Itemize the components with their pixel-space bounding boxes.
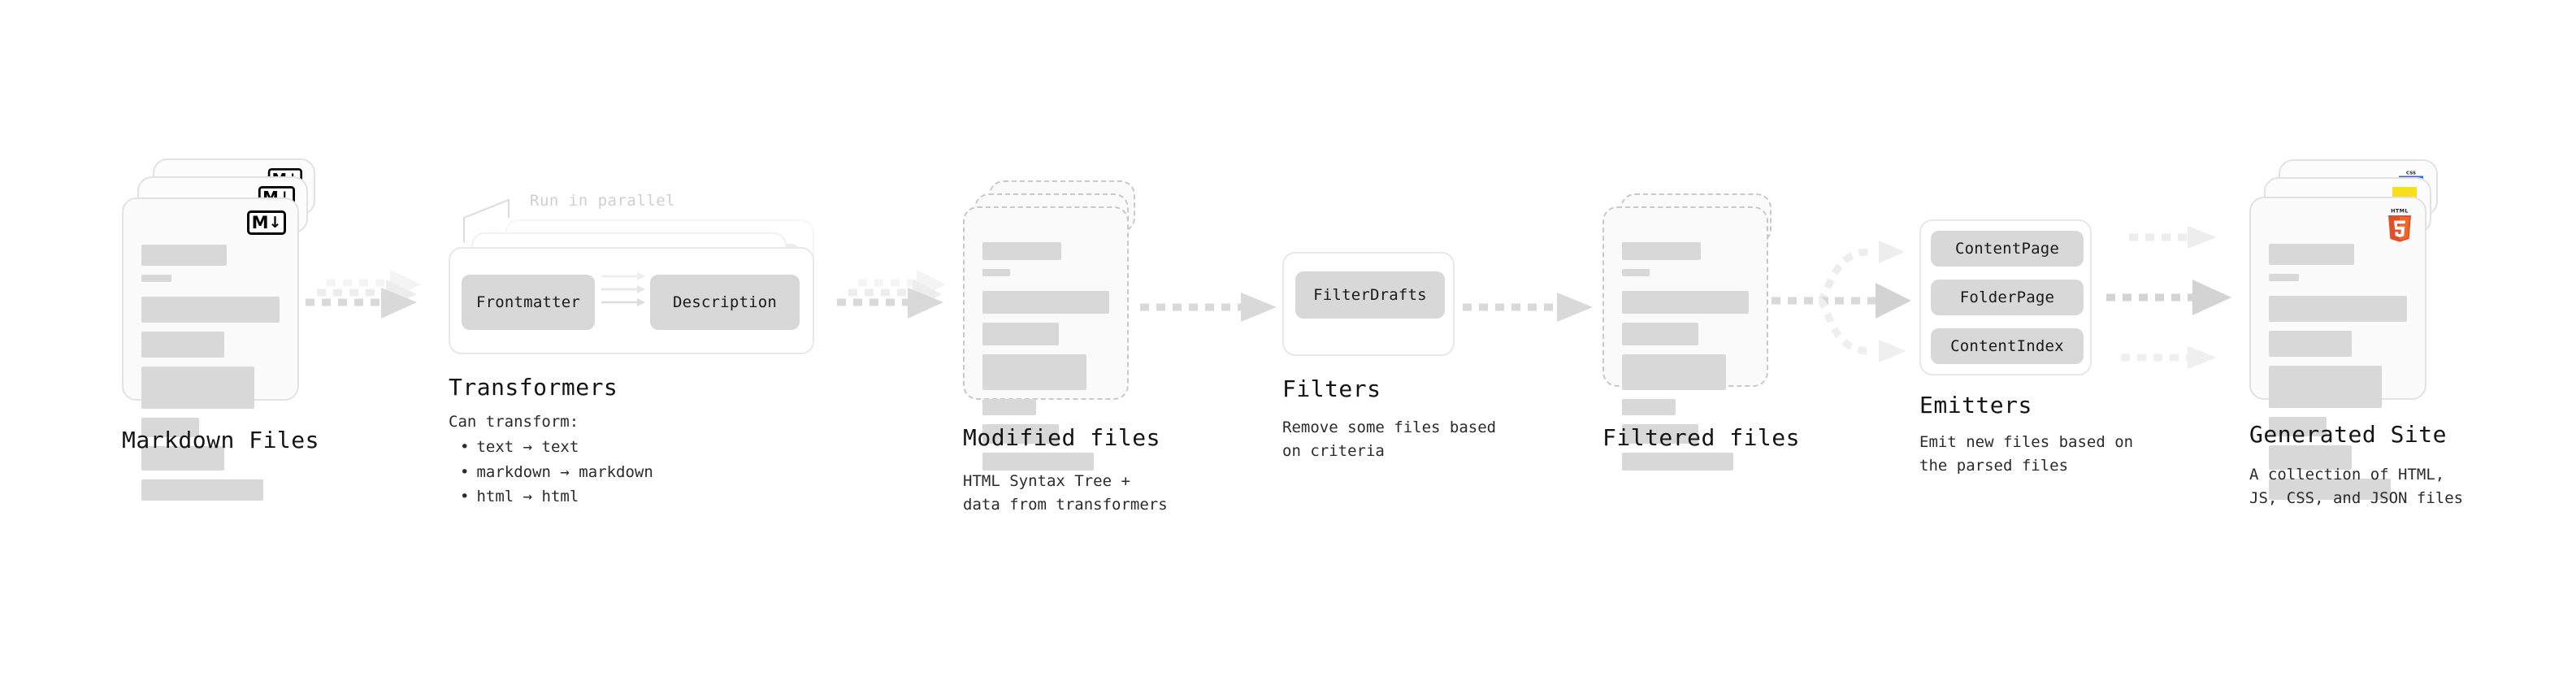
skeleton-subheading — [1622, 269, 1650, 276]
stage-title-emitters: Emitters — [1919, 392, 2032, 419]
stage-desc-emitters: Emit new files based on the parsed files — [1919, 433, 2134, 475]
markdown-logo-arrow: ↓ — [268, 213, 282, 232]
markdown-file-stack: M ↓ M ↓ M ↓ — [122, 158, 333, 501]
skeleton-paragraph — [2269, 331, 2352, 357]
skeleton-paragraph — [2269, 296, 2407, 322]
skeleton-paragraph — [2269, 417, 2327, 436]
file-skeleton-content — [982, 242, 1109, 479]
capability-item: markdown → markdown — [460, 460, 653, 485]
html5-logo-icon: HTML — [2386, 206, 2413, 244]
skeleton-paragraph — [982, 323, 1059, 345]
capability-item: html → html — [460, 484, 653, 510]
dashed-stacked-arrow-icon — [837, 270, 946, 319]
skeleton-heading — [2269, 244, 2355, 265]
skeleton-paragraph — [2269, 445, 2352, 470]
dashed-arrow-icon — [1463, 293, 1593, 322]
stage-title-generated-site: Generated Site — [2249, 421, 2448, 448]
skeleton-subheading — [141, 275, 172, 282]
transform-arrows-icon — [601, 272, 645, 306]
skeleton-paragraph — [1622, 323, 1698, 345]
skeleton-paragraph — [2269, 479, 2391, 500]
file-card-front: M ↓ — [122, 197, 299, 501]
chip-description[interactable]: Description — [650, 275, 800, 330]
stage-title-modified-files: Modified files — [963, 424, 1161, 451]
stage-desc-filters: Remove some files based on criteria — [1282, 419, 1497, 461]
transformer-group-front: Frontmatter Description — [449, 247, 814, 354]
markdown-logo-icon: M ↓ — [247, 210, 286, 235]
skeleton-paragraph — [982, 291, 1109, 314]
skeleton-subheading — [982, 269, 1011, 276]
stage-desc-modified-files: HTML Syntax Tree + data from transformer… — [963, 472, 1168, 514]
skeleton-paragraph — [141, 479, 263, 501]
generated-site-file-stack: CSS HTML — [2249, 159, 2461, 500]
dashed-parallel-arrows-icon — [2106, 226, 2231, 369]
chip-frontmatter[interactable]: Frontmatter — [462, 275, 595, 330]
skeleton-paragraph — [982, 399, 1036, 415]
file-skeleton-content — [1622, 242, 1749, 479]
stage-modified-files — [963, 180, 1150, 471]
capability-item: text → text — [460, 435, 653, 460]
dashed-arrow-icon — [1140, 293, 1277, 322]
skeleton-heading — [982, 242, 1061, 260]
chip-folderpage[interactable]: FolderPage — [1931, 280, 2084, 315]
dashed-fanout-arrow-icon — [1772, 241, 1911, 362]
dashed-stacked-arrow-icon — [306, 270, 421, 319]
chip-contentindex[interactable]: ContentIndex — [1931, 328, 2084, 364]
connector-filtered-to-emitters — [1772, 210, 1934, 380]
file-skeleton-content — [2269, 244, 2407, 509]
chip-contentpage[interactable]: ContentPage — [1931, 231, 2084, 267]
filtered-file-stack — [1602, 193, 1789, 471]
parallel-bracket-icon — [463, 198, 510, 242]
chip-filterdrafts[interactable]: FilterDrafts — [1295, 271, 1445, 319]
transformers-capability-list: Can transform: text → text markdown → ma… — [449, 410, 653, 510]
stage-filtered-files — [1602, 193, 1789, 471]
skeleton-paragraph — [1622, 399, 1676, 415]
stage-title-filtered-files: Filtered files — [1602, 424, 1801, 451]
skeleton-heading — [1622, 242, 1701, 260]
skeleton-paragraph — [141, 297, 280, 323]
stage-markdown-files: M ↓ M ↓ M ↓ — [122, 158, 333, 501]
connector-emitters-to-site — [2106, 219, 2261, 382]
skeleton-paragraph — [982, 424, 1059, 444]
markdown-logo-letter: M — [251, 212, 269, 232]
stage-desc-generated-site: A collection of HTML, JS, CSS, and JSON … — [2249, 466, 2464, 508]
skeleton-paragraph — [141, 367, 255, 409]
file-card-front — [963, 206, 1129, 471]
skeleton-paragraph — [982, 354, 1086, 390]
skeleton-paragraph — [1622, 453, 1734, 471]
stage-generated-site: CSS HTML — [2249, 159, 2461, 500]
skeleton-heading — [141, 245, 228, 266]
skeleton-paragraph — [141, 418, 200, 437]
filters-group: FilterDrafts — [1282, 252, 1455, 356]
skeleton-paragraph — [982, 453, 1095, 471]
capability-heading: Can transform: — [449, 413, 579, 431]
stage-title-transformers: Transformers — [449, 374, 618, 401]
note-run-in-parallel: Run in parallel — [530, 192, 676, 210]
skeleton-paragraph — [1622, 291, 1749, 314]
stage-title-markdown-files: Markdown Files — [122, 427, 320, 453]
skeleton-paragraph — [141, 332, 224, 358]
skeleton-paragraph — [1622, 424, 1698, 444]
svg-text:CSS: CSS — [2406, 171, 2416, 176]
emitters-group: ContentPage FolderPage ContentIndex — [1919, 219, 2092, 375]
connector-markdown-to-transformers — [302, 268, 457, 345]
skeleton-subheading — [2269, 274, 2300, 281]
file-card-front: HTML — [2249, 197, 2426, 500]
skeleton-paragraph — [141, 446, 224, 471]
file-skeleton-content — [141, 245, 280, 510]
capability-items: text → text markdown → markdown html → h… — [449, 435, 653, 510]
skeleton-paragraph — [1622, 354, 1726, 390]
skeleton-paragraph — [2269, 366, 2383, 408]
svg-text:HTML: HTML — [2391, 208, 2409, 215]
connector-filters-to-filtered — [1463, 283, 1609, 332]
stage-title-filters: Filters — [1282, 375, 1381, 402]
file-card-front — [1602, 206, 1768, 471]
connector-modified-to-filters — [1140, 283, 1286, 332]
connector-transformers-to-modified — [837, 268, 975, 345]
html5-shield-shape: HTML — [2388, 208, 2411, 242]
modified-file-stack — [963, 180, 1150, 471]
